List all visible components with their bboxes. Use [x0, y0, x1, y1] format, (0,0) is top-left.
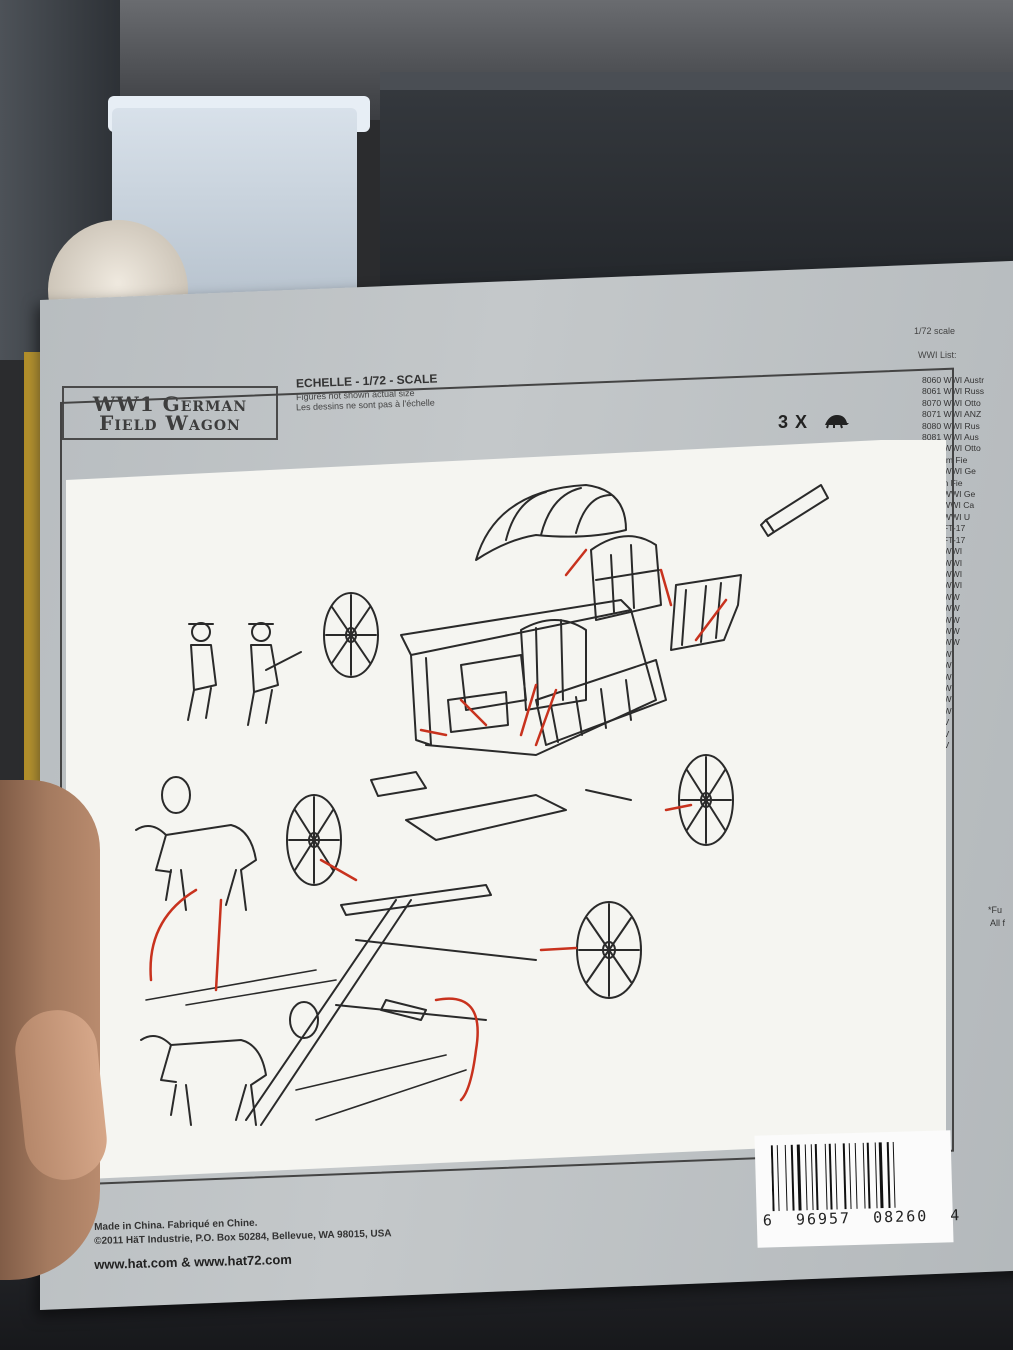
barcode-bar: [790, 1144, 795, 1211]
barcode-bar: [804, 1144, 808, 1211]
glue-tube-icon: [760, 484, 829, 537]
barcode-bar: [878, 1142, 884, 1209]
barcode-bar: [854, 1142, 858, 1209]
product-list-item: 8081 WWI Aus: [922, 432, 979, 443]
horse-figure: [135, 776, 257, 911]
product-list-item: 8060 WWI Austr: [922, 375, 985, 385]
barcode-bar: [776, 1145, 780, 1212]
side-list-title: WWI List:: [918, 350, 957, 360]
canopy-part: [475, 484, 627, 561]
product-list-item: 8109 WWI Ge: [922, 466, 976, 477]
side-footnote-1: *Fu: [988, 905, 1003, 915]
barcode-bar: [862, 1142, 866, 1209]
chassis-part: [370, 771, 632, 841]
box-title-line2: Field Wagon: [99, 411, 241, 435]
assembly-arrows: [149, 548, 728, 1102]
front-board-part: [590, 535, 662, 621]
product-list-item: 8110 WWI Ge: [922, 489, 976, 500]
tail-board-part: [670, 574, 742, 651]
wheel-part: [678, 754, 734, 846]
barcode-bar: [810, 1144, 814, 1211]
side-scale-label: 1/72 scale: [914, 326, 956, 336]
barcode-bar: [874, 1142, 878, 1209]
product-list-item: 8111 WWI Ca: [922, 500, 975, 511]
wheel-part: [323, 592, 379, 678]
barcode-bars: [770, 1141, 896, 1212]
product-list-item: 8112 WWI U: [922, 511, 971, 522]
harness-part: [145, 969, 467, 1121]
barcode-bar: [824, 1143, 828, 1210]
barcode-bar: [828, 1143, 833, 1210]
barcode-bar: [784, 1144, 788, 1211]
barcode-bar: [842, 1143, 847, 1210]
drawbar-part: [245, 884, 537, 1126]
product-list-item: 8094 WWI Otto: [922, 443, 981, 454]
barcode-number: 6 96957 08260 4: [762, 1206, 962, 1230]
assembly-illustration: [135, 484, 829, 1126]
tortoise-icon: [825, 415, 849, 429]
barcode-bar: [892, 1141, 896, 1208]
soldier-figure: [187, 622, 217, 721]
product-list-item: 8080 WWI Rus: [922, 420, 980, 431]
product-list-item: 8070 WWI Otto: [922, 397, 981, 408]
wheel-part: [576, 901, 642, 999]
drawing-area: [66, 440, 946, 1180]
barcode-bar: [886, 1142, 891, 1209]
product-list-item: 8061 WWI Russ: [922, 386, 985, 397]
wagon-bed-part: [400, 599, 667, 756]
wheel-part: [286, 794, 342, 886]
barcode-bar: [796, 1144, 802, 1211]
barcode-bar: [814, 1144, 819, 1211]
quantity-label: 3 X: [778, 412, 809, 432]
barcode-bar: [866, 1142, 871, 1209]
barcode-bar: [848, 1143, 852, 1210]
box-title-line1: WW1 German: [92, 392, 248, 416]
barcode-bar: [834, 1143, 838, 1210]
soldier-figure: [247, 622, 302, 726]
barcode-bar: [770, 1145, 775, 1212]
side-footnote-2: All f: [990, 918, 1006, 928]
title-frame: WW1 German Field Wagon: [62, 386, 278, 440]
product-list-item: 8071 WWI ANZ: [922, 409, 982, 420]
horse-figure: [140, 1001, 319, 1126]
barcode: 6 96957 08260 4: [754, 1130, 962, 1248]
